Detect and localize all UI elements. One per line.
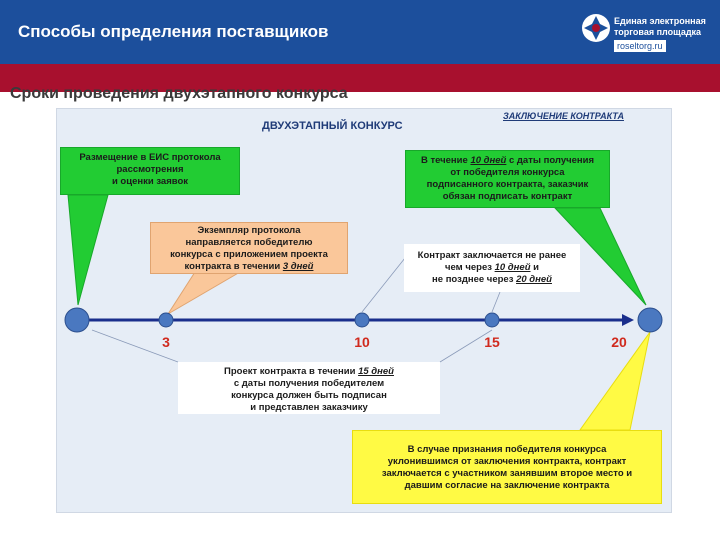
callout-line: Экземпляр протокола <box>197 225 301 236</box>
callout-line: и представлен заказчику <box>250 402 368 413</box>
callout-line: Проект контракта в течении 15 дней <box>224 366 394 377</box>
callout-line: и оценки заявок <box>111 176 189 187</box>
callout-line: контракта в течении 3 дней <box>184 261 314 272</box>
tick-label-3: 3 <box>162 334 170 350</box>
tick-label-20: 20 <box>611 334 627 350</box>
logo-emblem-icon <box>582 14 610 42</box>
white-callout-bottom: Проект контракта в течении 15 дней с дат… <box>178 362 440 414</box>
header-bar: Способы определения поставщиков Единая э… <box>0 0 720 64</box>
callout-line: направляется победителю <box>185 237 313 248</box>
timeline-node-10 <box>354 312 370 328</box>
timeline-node-15 <box>484 312 500 328</box>
green-callout-left: Размещение в ЕИС протокола рассмотрения … <box>60 147 240 195</box>
callout-line: Размещение в ЕИС протокола <box>79 152 221 163</box>
timeline-start-node <box>64 307 90 333</box>
callout-line: В течение 10 дней с даты получения <box>420 155 595 166</box>
callout-line: конкурса с приложением проекта <box>170 249 328 260</box>
callout-line: подписанного контракта, заказчик <box>426 179 589 190</box>
contract-title: ЗАКЛЮЧЕНИЕ КОНТРАКТА <box>503 111 624 121</box>
callout-line: рассмотрения <box>116 164 184 175</box>
tick-label-10: 10 <box>354 334 370 350</box>
peach-callout: Экземпляр протокола направляется победит… <box>150 222 348 274</box>
connector-line <box>439 329 493 363</box>
logo-url[interactable]: roseltorg.ru <box>614 40 666 52</box>
connector-line <box>91 329 179 363</box>
accent-bar <box>0 64 720 92</box>
callout-line: давшим согласие на заключение контракта <box>404 480 610 491</box>
slide-title: Способы определения поставщиков <box>18 22 329 41</box>
green-left-pointer <box>67 194 109 306</box>
callout-line: Контракт заключается не ранее <box>417 250 567 261</box>
callout-line: конкурса должен быть подписан <box>231 390 387 401</box>
logo-text-line2: торговая площадка <box>614 27 702 37</box>
callout-line: чем через 10 дней и <box>445 262 539 273</box>
callout-line: от победителя конкурса <box>450 167 565 178</box>
callout-line: В случае признания победителя конкурса <box>407 444 607 455</box>
connector-line <box>491 291 501 313</box>
timeline-node-3 <box>158 312 174 328</box>
section-subtitle: Сроки проведения двухэтапного конкурса <box>10 85 348 102</box>
callout-line: обязан подписать контракт <box>442 191 573 202</box>
green-callout-right: В течение 10 дней с даты получения от по… <box>405 150 610 208</box>
callout-line: с даты получения победителем <box>233 378 385 389</box>
callout-line: заключается с участником занявшим второе… <box>381 468 633 479</box>
yellow-callout: В случае признания победителя конкурса у… <box>352 430 662 504</box>
peach-pointer <box>167 271 242 315</box>
timeline-arrowhead <box>622 314 634 326</box>
callout-line: не позднее через 20 дней <box>432 274 552 285</box>
green-right-pointer <box>553 207 647 306</box>
white-callout-right: Контракт заключается не ранее чем через … <box>404 244 580 292</box>
diagram-title: ДВУХЭТАПНЫЙ КОНКУРС <box>262 120 403 132</box>
timeline-end-node <box>637 307 663 333</box>
connector-line <box>361 257 406 313</box>
callout-line: уклонившимся от заключения контракта, ко… <box>387 456 627 467</box>
roseltorg-logo: Единая электронная торговая площадка ros… <box>580 10 710 54</box>
logo-text-line1: Единая электронная <box>614 16 706 26</box>
tick-label-15: 15 <box>484 334 500 350</box>
